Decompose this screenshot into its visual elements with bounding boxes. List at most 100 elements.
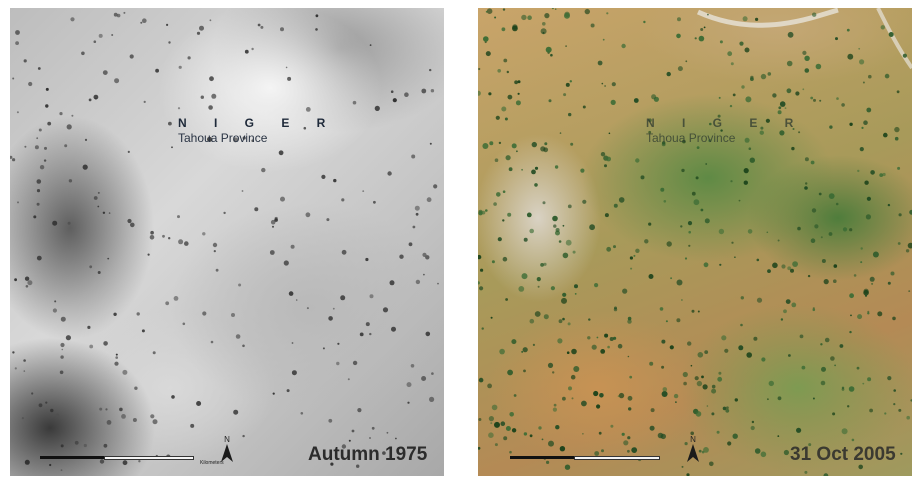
- tree-canopy: [178, 239, 184, 245]
- tree-canopy: [103, 443, 108, 448]
- tree-canopy: [231, 313, 235, 317]
- tree-canopy: [489, 141, 494, 146]
- tree-canopy: [423, 273, 425, 276]
- tree-canopy: [562, 396, 566, 401]
- tree-canopy: [541, 438, 544, 441]
- tree-canopy: [547, 362, 554, 368]
- province-name: Tahoua Province: [178, 131, 268, 145]
- tree-canopy: [849, 228, 853, 232]
- tree-canopy: [291, 370, 297, 376]
- tree-canopy: [542, 201, 546, 205]
- tree-canopy: [532, 343, 535, 346]
- tree-canopy: [606, 12, 609, 15]
- tree-canopy: [503, 436, 508, 441]
- tree-canopy: [717, 376, 723, 382]
- tree-canopy: [238, 283, 242, 287]
- tree-canopy: [272, 392, 275, 395]
- tree-canopy: [27, 280, 33, 286]
- tree-canopy: [540, 263, 544, 267]
- tree-canopy: [887, 376, 892, 381]
- tree-canopy: [155, 68, 160, 73]
- tree-canopy: [412, 225, 416, 229]
- tree-canopy: [23, 359, 26, 362]
- tree-canopy: [786, 88, 792, 94]
- tree-canopy: [627, 319, 632, 324]
- tree-canopy: [516, 150, 518, 153]
- tree-canopy: [718, 96, 721, 99]
- tree-canopy: [685, 60, 688, 63]
- north-arrow-icon: [221, 444, 233, 462]
- tree-canopy: [490, 422, 493, 425]
- tree-canopy: [719, 263, 722, 266]
- tree-canopy: [633, 98, 639, 103]
- scale-segment-black: [510, 456, 574, 459]
- tree-canopy: [650, 408, 655, 413]
- tree-canopy: [59, 370, 64, 375]
- tree-canopy: [114, 78, 120, 84]
- tree-canopy: [171, 146, 173, 149]
- tree-canopy: [898, 408, 902, 412]
- tree-canopy: [681, 299, 683, 301]
- tree-canopy: [622, 288, 628, 294]
- tree-canopy: [496, 192, 501, 197]
- satellite-photo-2005: N I G E R Tahoua Province N 31 Oct 2005: [478, 8, 912, 476]
- tree-canopy: [244, 49, 249, 54]
- tree-canopy: [168, 41, 171, 44]
- north-label: N: [690, 435, 696, 444]
- tree-canopy: [534, 311, 541, 317]
- tree-canopy: [860, 247, 863, 250]
- tree-canopy: [511, 143, 517, 149]
- tree-canopy: [559, 446, 566, 452]
- tree-canopy: [116, 13, 121, 18]
- tree-canopy: [697, 310, 700, 313]
- tree-canopy: [627, 395, 633, 401]
- tree-canopy: [849, 293, 854, 299]
- tree-canopy: [588, 318, 591, 321]
- tree-canopy: [906, 415, 910, 420]
- tree-canopy: [635, 248, 640, 253]
- tree-canopy: [862, 81, 865, 84]
- tree-canopy: [392, 98, 397, 103]
- north-arrow-icon: [687, 444, 699, 462]
- tree-canopy: [184, 241, 189, 246]
- tree-canopy: [711, 412, 715, 416]
- tree-canopy: [479, 286, 484, 291]
- tree-canopy: [512, 25, 518, 32]
- tree-canopy: [669, 345, 674, 350]
- tree-canopy: [551, 8, 554, 10]
- tree-canopy: [718, 371, 722, 375]
- tree-canopy: [50, 408, 54, 413]
- tree-canopy: [804, 186, 808, 190]
- tree-canopy: [749, 157, 755, 163]
- tree-canopy: [495, 115, 500, 120]
- tree-canopy: [24, 459, 30, 465]
- north-arrow: N: [220, 435, 234, 462]
- tree-canopy: [649, 361, 654, 366]
- tree-canopy: [537, 285, 540, 288]
- tree-canopy: [142, 18, 147, 23]
- tree-canopy: [877, 311, 883, 317]
- tree-canopy: [833, 264, 838, 268]
- tree-canopy: [791, 146, 795, 151]
- scale-segment-black: [40, 456, 104, 459]
- tree-canopy: [836, 97, 839, 100]
- tree-canopy: [682, 371, 688, 378]
- tree-canopy: [328, 316, 333, 321]
- tree-canopy: [617, 395, 620, 398]
- tree-canopy: [521, 168, 523, 171]
- tree-canopy: [531, 169, 536, 175]
- tree-canopy: [747, 229, 753, 234]
- tree-canopy: [357, 408, 362, 413]
- tree-canopy: [659, 307, 664, 311]
- tree-canopy: [708, 139, 712, 143]
- tree-canopy: [274, 218, 278, 222]
- tree-canopy: [821, 259, 826, 263]
- tree-canopy: [741, 85, 745, 89]
- tree-canopy: [746, 352, 752, 358]
- tree-canopy: [890, 271, 895, 276]
- tree-canopy: [698, 449, 702, 453]
- tree-canopy: [24, 145, 27, 148]
- tree-canopy: [511, 339, 517, 345]
- tree-canopy: [823, 473, 829, 476]
- tree-canopy: [47, 121, 52, 126]
